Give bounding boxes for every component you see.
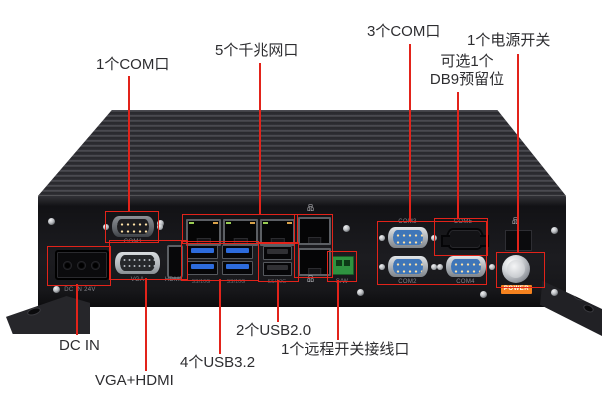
usb2-port — [263, 246, 292, 260]
com4-panel-label: COM4 — [456, 279, 475, 285]
label-db9-reserved-line2: DB9预留位 — [429, 71, 505, 88]
label-usb32: 4个USB3.2 — [180, 354, 256, 371]
panel-screw — [48, 218, 55, 225]
annotation-box-usb2 — [258, 242, 299, 282]
power-badge: POWER — [501, 285, 532, 294]
lan-icon: 品 — [512, 218, 519, 225]
annotation-box-usb3 — [181, 241, 259, 281]
callout-line-db9-reserved — [457, 92, 459, 218]
panel-screw — [551, 227, 558, 234]
label-com3: 3个COM口 — [367, 23, 441, 40]
com4-port — [437, 256, 495, 277]
annotation-box-lan-row — [182, 214, 298, 244]
label-lan: 5个千兆网口 — [215, 42, 299, 59]
label-dcin: DC IN — [59, 337, 100, 354]
annotation-box-com1 — [105, 211, 159, 243]
label-db9-reserved: 可选1个 DB9预留位 — [412, 53, 522, 89]
panel-screw — [357, 289, 364, 296]
hdmi-port — [167, 245, 183, 279]
chassis-heatsink-top — [38, 110, 566, 196]
vga-port — [115, 252, 160, 274]
annotation-box-remote-switch — [327, 251, 357, 282]
com5-reserved-cutout — [441, 228, 489, 250]
panel-screw — [551, 289, 558, 296]
label-remote-switch: 1个远程开关接线口 — [281, 341, 410, 358]
label-com1: 1个COM口 — [96, 56, 170, 73]
callout-line-remote — [337, 280, 339, 340]
callout-line-power — [517, 54, 519, 252]
annotation-box-lan-stack — [294, 214, 333, 278]
vga-panel-label: VGA — [130, 277, 145, 283]
usb3-port — [222, 245, 253, 259]
annotation-box-com5 — [434, 218, 488, 256]
label-vga-hdmi: VGA+HDMI — [95, 372, 174, 389]
lan-port-4 — [298, 217, 331, 245]
label-db9-reserved-line1: 可选1个 — [440, 53, 494, 70]
callout-line-com1 — [128, 76, 130, 211]
power-button — [502, 255, 530, 283]
usb2-speed-mark: SS/10G — [261, 279, 293, 285]
callout-line-lan — [259, 63, 261, 214]
com1-port — [103, 216, 163, 237]
mounting-bracket-right — [540, 280, 602, 336]
usb3-port — [222, 261, 253, 275]
panel-screw — [53, 286, 60, 293]
hdmi-panel-label: HDMI — [164, 277, 182, 283]
com2-port — [379, 256, 437, 277]
callout-line-usb3 — [219, 279, 221, 354]
usb2-port — [263, 262, 292, 276]
com2-panel-label: COM2 — [398, 279, 417, 285]
annotation-box-vga-hdmi — [109, 240, 188, 280]
panel-screw — [343, 225, 350, 232]
annotation-box-power — [496, 252, 545, 288]
com3-panel-label: COM3 — [398, 219, 417, 225]
dc-power-terminal — [55, 250, 109, 280]
lan-icon: 品 — [307, 205, 314, 212]
callout-line-dcin — [76, 284, 78, 335]
usb3-speed-mark: SS/10G — [191, 279, 211, 285]
com5-panel-label: COM5 — [453, 219, 473, 225]
lan-port-5 — [298, 248, 331, 276]
lan-port-3 — [260, 219, 295, 246]
label-usb20: 2个USB2.0 — [236, 322, 312, 339]
annotation-box-dcin — [47, 246, 111, 286]
annotation-box-com-group — [377, 221, 487, 285]
callout-line-usb2 — [277, 280, 279, 322]
panel-screw — [480, 291, 487, 298]
lan-icon: 品 — [307, 276, 314, 283]
usb3-speed-mark: SS/10G — [226, 279, 246, 285]
dc-in-panel-label: DC IN 24V — [64, 287, 96, 293]
callout-line-vga-hdmi — [145, 278, 147, 371]
label-power-switch: 1个电源开关 — [467, 32, 551, 49]
callout-line-com3 — [409, 44, 411, 221]
sw-panel-label: S/W — [335, 279, 349, 285]
